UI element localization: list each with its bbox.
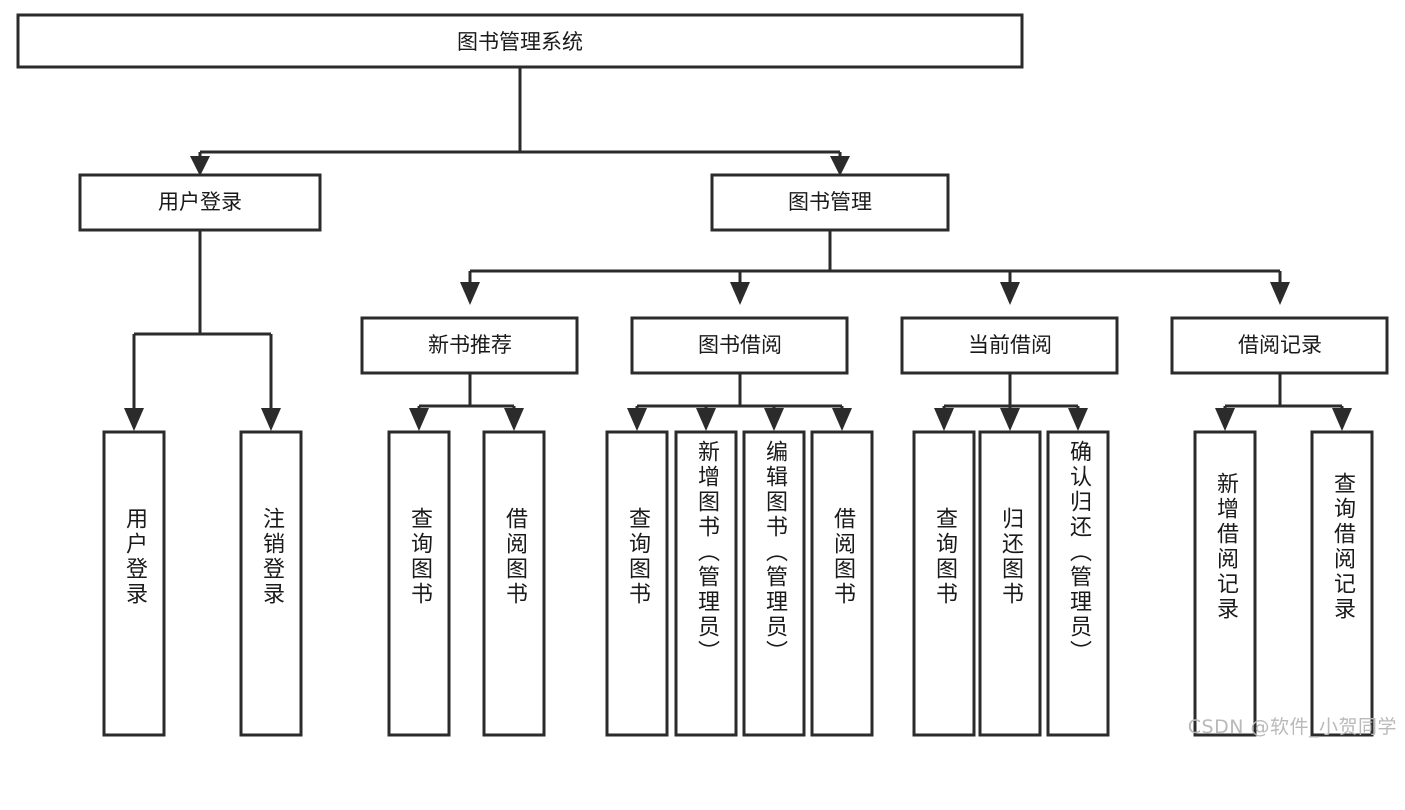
arrow-head-icon	[696, 408, 716, 431]
connector-borrow-record-to-leaves	[1215, 373, 1352, 431]
diagram-canvas: 图书管理系统 用户登录 图书管理	[16, 13, 1397, 738]
leaf-box-borrow-book-2[interactable]	[810, 430, 874, 737]
node-book-management-label: 图书管理	[788, 190, 872, 214]
leaf-box-return-book[interactable]	[978, 430, 1042, 737]
arrow-head-icon	[934, 408, 954, 431]
arrow-head-icon	[1000, 282, 1020, 305]
leaf-box-user-login[interactable]	[102, 430, 166, 737]
arrow-head-icon	[1332, 408, 1352, 431]
arrow-head-icon	[832, 408, 852, 431]
hierarchy-tree-svg: 图书管理系统 用户登录 图书管理	[16, 13, 1389, 737]
arrow-head-icon	[1000, 408, 1020, 431]
arrow-head-icon	[1215, 408, 1235, 431]
leaf-box-add-borrow-record[interactable]	[1193, 430, 1257, 737]
leaf-box-query-borrow-record[interactable]	[1310, 430, 1374, 737]
connector-new-book-recommend-to-leaves	[409, 373, 524, 431]
node-current-borrow[interactable]: 当前借阅	[900, 316, 1119, 375]
leaf-box-query-book-1[interactable]	[387, 430, 451, 737]
node-new-book-recommend[interactable]: 新书推荐	[360, 316, 579, 375]
leaf-box-borrow-book-1[interactable]	[482, 430, 546, 737]
node-book-borrow-label: 图书借阅	[698, 333, 782, 357]
arrow-head-icon	[627, 408, 647, 431]
arrow-head-icon	[460, 282, 480, 305]
node-root-box[interactable]	[16, 13, 1024, 69]
watermark-text: CSDN @软件_小贺同学	[1187, 716, 1397, 738]
arrow-head-icon	[1270, 282, 1290, 305]
node-current-borrow-label: 当前借阅	[968, 333, 1052, 357]
node-new-book-recommend-box[interactable]	[360, 316, 579, 375]
connector-book-borrow-to-leaves	[627, 373, 852, 431]
arrow-head-icon	[1068, 408, 1088, 431]
node-borrow-record[interactable]: 借阅记录	[1170, 316, 1389, 375]
leaf-box-query-book-3[interactable]	[912, 430, 976, 737]
leaf-box-logout[interactable]	[239, 430, 303, 737]
arrow-head-icon	[190, 156, 210, 176]
node-current-borrow-box[interactable]	[900, 316, 1119, 375]
node-user-login[interactable]: 用户登录	[78, 173, 322, 232]
arrow-head-icon	[830, 156, 850, 176]
arrow-head-icon	[764, 408, 784, 431]
arrow-head-icon	[504, 408, 524, 431]
leaf-box-confirm-return-admin[interactable]	[1046, 430, 1110, 737]
connector-user-login-to-leaves	[124, 230, 281, 431]
arrow-head-icon	[124, 408, 144, 431]
leaf-box-edit-book-admin[interactable]	[742, 430, 806, 737]
node-borrow-record-label: 借阅记录	[1238, 333, 1322, 357]
arrow-head-icon	[261, 408, 281, 431]
node-user-login-label: 用户登录	[158, 190, 242, 214]
node-book-borrow[interactable]: 图书借阅	[630, 316, 849, 375]
node-root[interactable]: 图书管理系统	[16, 13, 1024, 69]
node-book-management[interactable]: 图书管理	[710, 173, 950, 232]
leaf-box-query-book-2[interactable]	[605, 430, 669, 737]
node-root-label: 图书管理系统	[457, 30, 583, 54]
node-new-book-recommend-label: 新书推荐	[428, 333, 512, 357]
connector-root-to-level2	[190, 67, 850, 176]
arrow-head-icon	[730, 282, 750, 305]
connector-current-borrow-to-leaves	[934, 373, 1088, 431]
arrow-head-icon	[409, 408, 429, 431]
connector-book-management-to-level3	[460, 230, 1290, 305]
leaf-box-add-book-admin[interactable]	[674, 430, 738, 737]
